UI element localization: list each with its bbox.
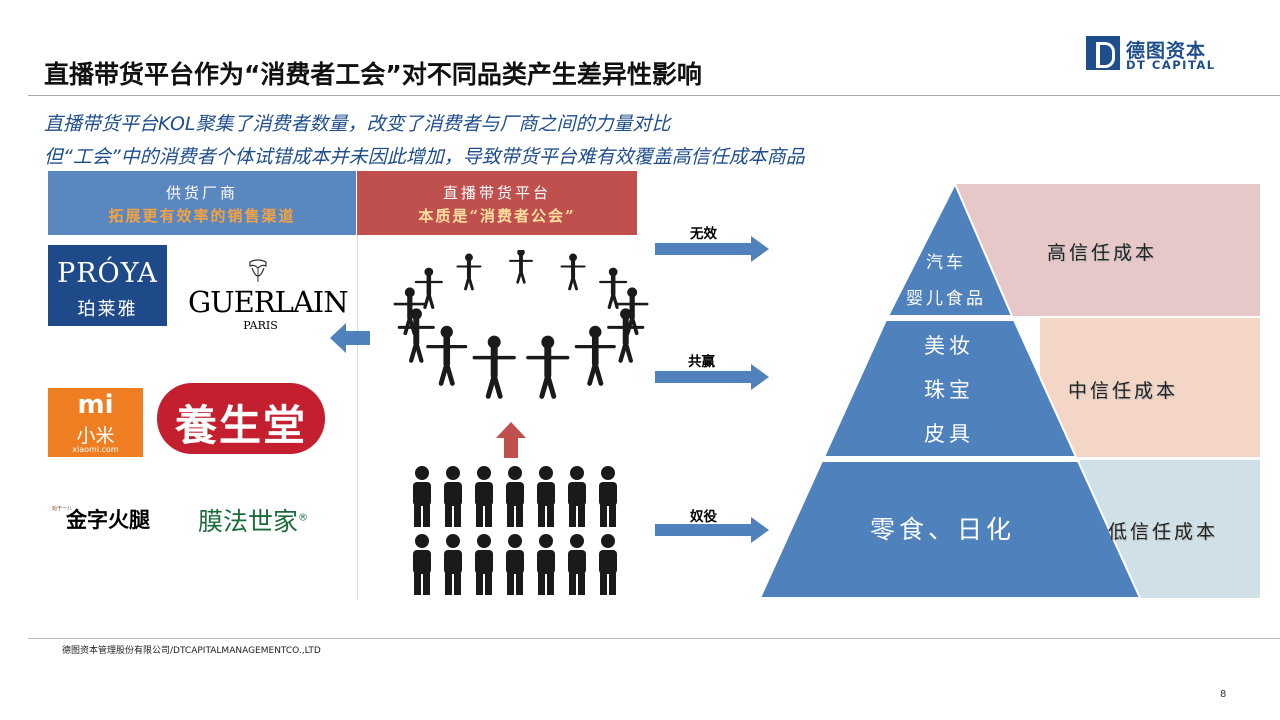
individual-consumers-illustration-icon [413, 466, 617, 595]
guerlain-logo-text: GUERLAIN [188, 285, 349, 319]
person-figure-icon [568, 466, 586, 527]
person-figure-icon [444, 466, 462, 527]
person-figure-icon [444, 534, 462, 595]
supplier-header-box: 供货厂商 拓展更有效率的销售渠道 [48, 171, 356, 235]
right-arrow-icon [655, 517, 769, 543]
tier-item-snacks: 零食、日化 [870, 515, 1016, 544]
person-figure-icon [599, 466, 617, 527]
right-arrow-icon [655, 236, 769, 262]
proya-logo-en: PRÓYA [57, 258, 158, 289]
xiaomi-logo: mi 小米 xiaomi.com [48, 388, 143, 457]
mofa-logo: 膜法世家® [198, 502, 328, 538]
footer-divider [28, 638, 1280, 639]
person-figure-icon [560, 253, 586, 291]
guerlain-emblem-icon [249, 259, 267, 282]
arrow-label-winwin: 共赢 [688, 354, 715, 370]
mofa-logo-text: 膜法世家 [198, 507, 299, 536]
trust-cost-pyramid [760, 184, 1142, 599]
pyramid-tier-bottom [760, 460, 1142, 599]
person-figure-icon [599, 534, 617, 595]
person-figure-icon [456, 253, 482, 291]
high-trust-band [955, 184, 1260, 316]
xiaomi-logo-cn: 小米 [76, 425, 115, 447]
page-number: 8 [1220, 689, 1227, 700]
proya-logo: PRÓYA 珀莱雅 [48, 245, 167, 326]
yangshengtang-logo: 養生堂 [157, 383, 325, 454]
xiaomi-logo-url: xiaomi.com [72, 445, 119, 454]
high-trust-label: 高信任成本 [1047, 242, 1158, 264]
xiaomi-logo-mark: mi [77, 390, 114, 420]
mid-trust-band [1040, 318, 1260, 457]
arrow-label-invalid: 无效 [690, 226, 717, 242]
person-figure-icon [413, 534, 431, 595]
logo-text-cn: 德图资本 [1126, 40, 1207, 62]
guerlain-logo: GUERLAIN PARIS [188, 258, 349, 338]
column-divider [357, 235, 358, 600]
person-figure-icon [414, 267, 443, 309]
subtitle-line-1: 直播带货平台KOL聚集了消费者数量，改变了消费者与厂商之间的力量对比 [44, 113, 671, 135]
person-figure-icon [599, 267, 628, 309]
person-figure-icon [475, 466, 493, 527]
subtitle-line-2: 但“工会”中的消费者个体试错成本并未因此增加，导致带货平台难有效覆盖高信任成本商… [44, 146, 805, 168]
person-figure-icon [397, 308, 435, 363]
consumer-circle-illustration-icon [393, 250, 649, 399]
mofa-registered-mark: ® [298, 512, 309, 524]
left-arrow-icon [330, 323, 370, 353]
pyramid-tier-top [886, 184, 1014, 317]
guerlain-logo-city: PARIS [243, 319, 278, 332]
slide-title: 直播带货平台作为“消费者工会”对不同品类产生差异性影响 [44, 60, 702, 89]
person-figure-icon [537, 466, 555, 527]
low-trust-label: 低信任成本 [1108, 521, 1219, 543]
arrow-label-slave: 奴役 [690, 509, 717, 525]
person-figure-icon [475, 534, 493, 595]
person-figure-icon [607, 308, 645, 363]
person-figure-icon [568, 534, 586, 595]
right-arrow-icon [655, 364, 769, 390]
pyramid-tier-middle [822, 319, 1078, 458]
up-arrow-icon [496, 422, 526, 458]
person-figure-icon [574, 325, 616, 386]
jinzi-seal-text: 始于一八 [52, 506, 73, 512]
tier-item-baby-food: 婴儿食品 [906, 289, 986, 309]
jinzi-logo-text: 金字火腿 [66, 507, 150, 532]
person-figure-icon [413, 466, 431, 527]
tier-item-makeup: 美妆 [924, 334, 974, 358]
supplier-title: 供货厂商 [165, 184, 238, 202]
logo-mark-icon [1086, 36, 1120, 70]
tier-item-car: 汽车 [926, 253, 966, 273]
jinzi-ham-logo: 始于一八 金字火腿 [52, 502, 152, 538]
person-figure-icon [509, 250, 533, 284]
person-figure-icon [506, 534, 524, 595]
company-logo: 德图资本 DT CAPITAL [1086, 36, 1216, 76]
tier-item-leather: 皮具 [924, 422, 974, 446]
platform-header-box: 直播带货平台 本质是“消费者公会” [357, 171, 637, 235]
supplier-subtitle: 拓展更有效率的销售渠道 [108, 207, 296, 225]
person-figure-icon [526, 335, 570, 399]
mid-trust-label: 中信任成本 [1068, 380, 1179, 402]
platform-subtitle: 本质是“消费者公会” [418, 207, 576, 225]
person-figure-icon [537, 534, 555, 595]
logo-text-en: DT CAPITAL [1126, 58, 1216, 72]
person-figure-icon [506, 466, 524, 527]
tier-item-jewelry: 珠宝 [924, 378, 974, 402]
person-figure-icon [472, 335, 516, 399]
title-divider [28, 95, 1280, 96]
platform-title: 直播带货平台 [442, 184, 551, 202]
yangshengtang-logo-text: 養生堂 [174, 401, 307, 450]
footer-company: 德图资本管理股份有限公司/DTCAPITALMANAGEMENTCO.,LTD [62, 646, 321, 656]
proya-logo-cn: 珀莱雅 [77, 299, 138, 320]
person-figure-icon [426, 325, 468, 386]
